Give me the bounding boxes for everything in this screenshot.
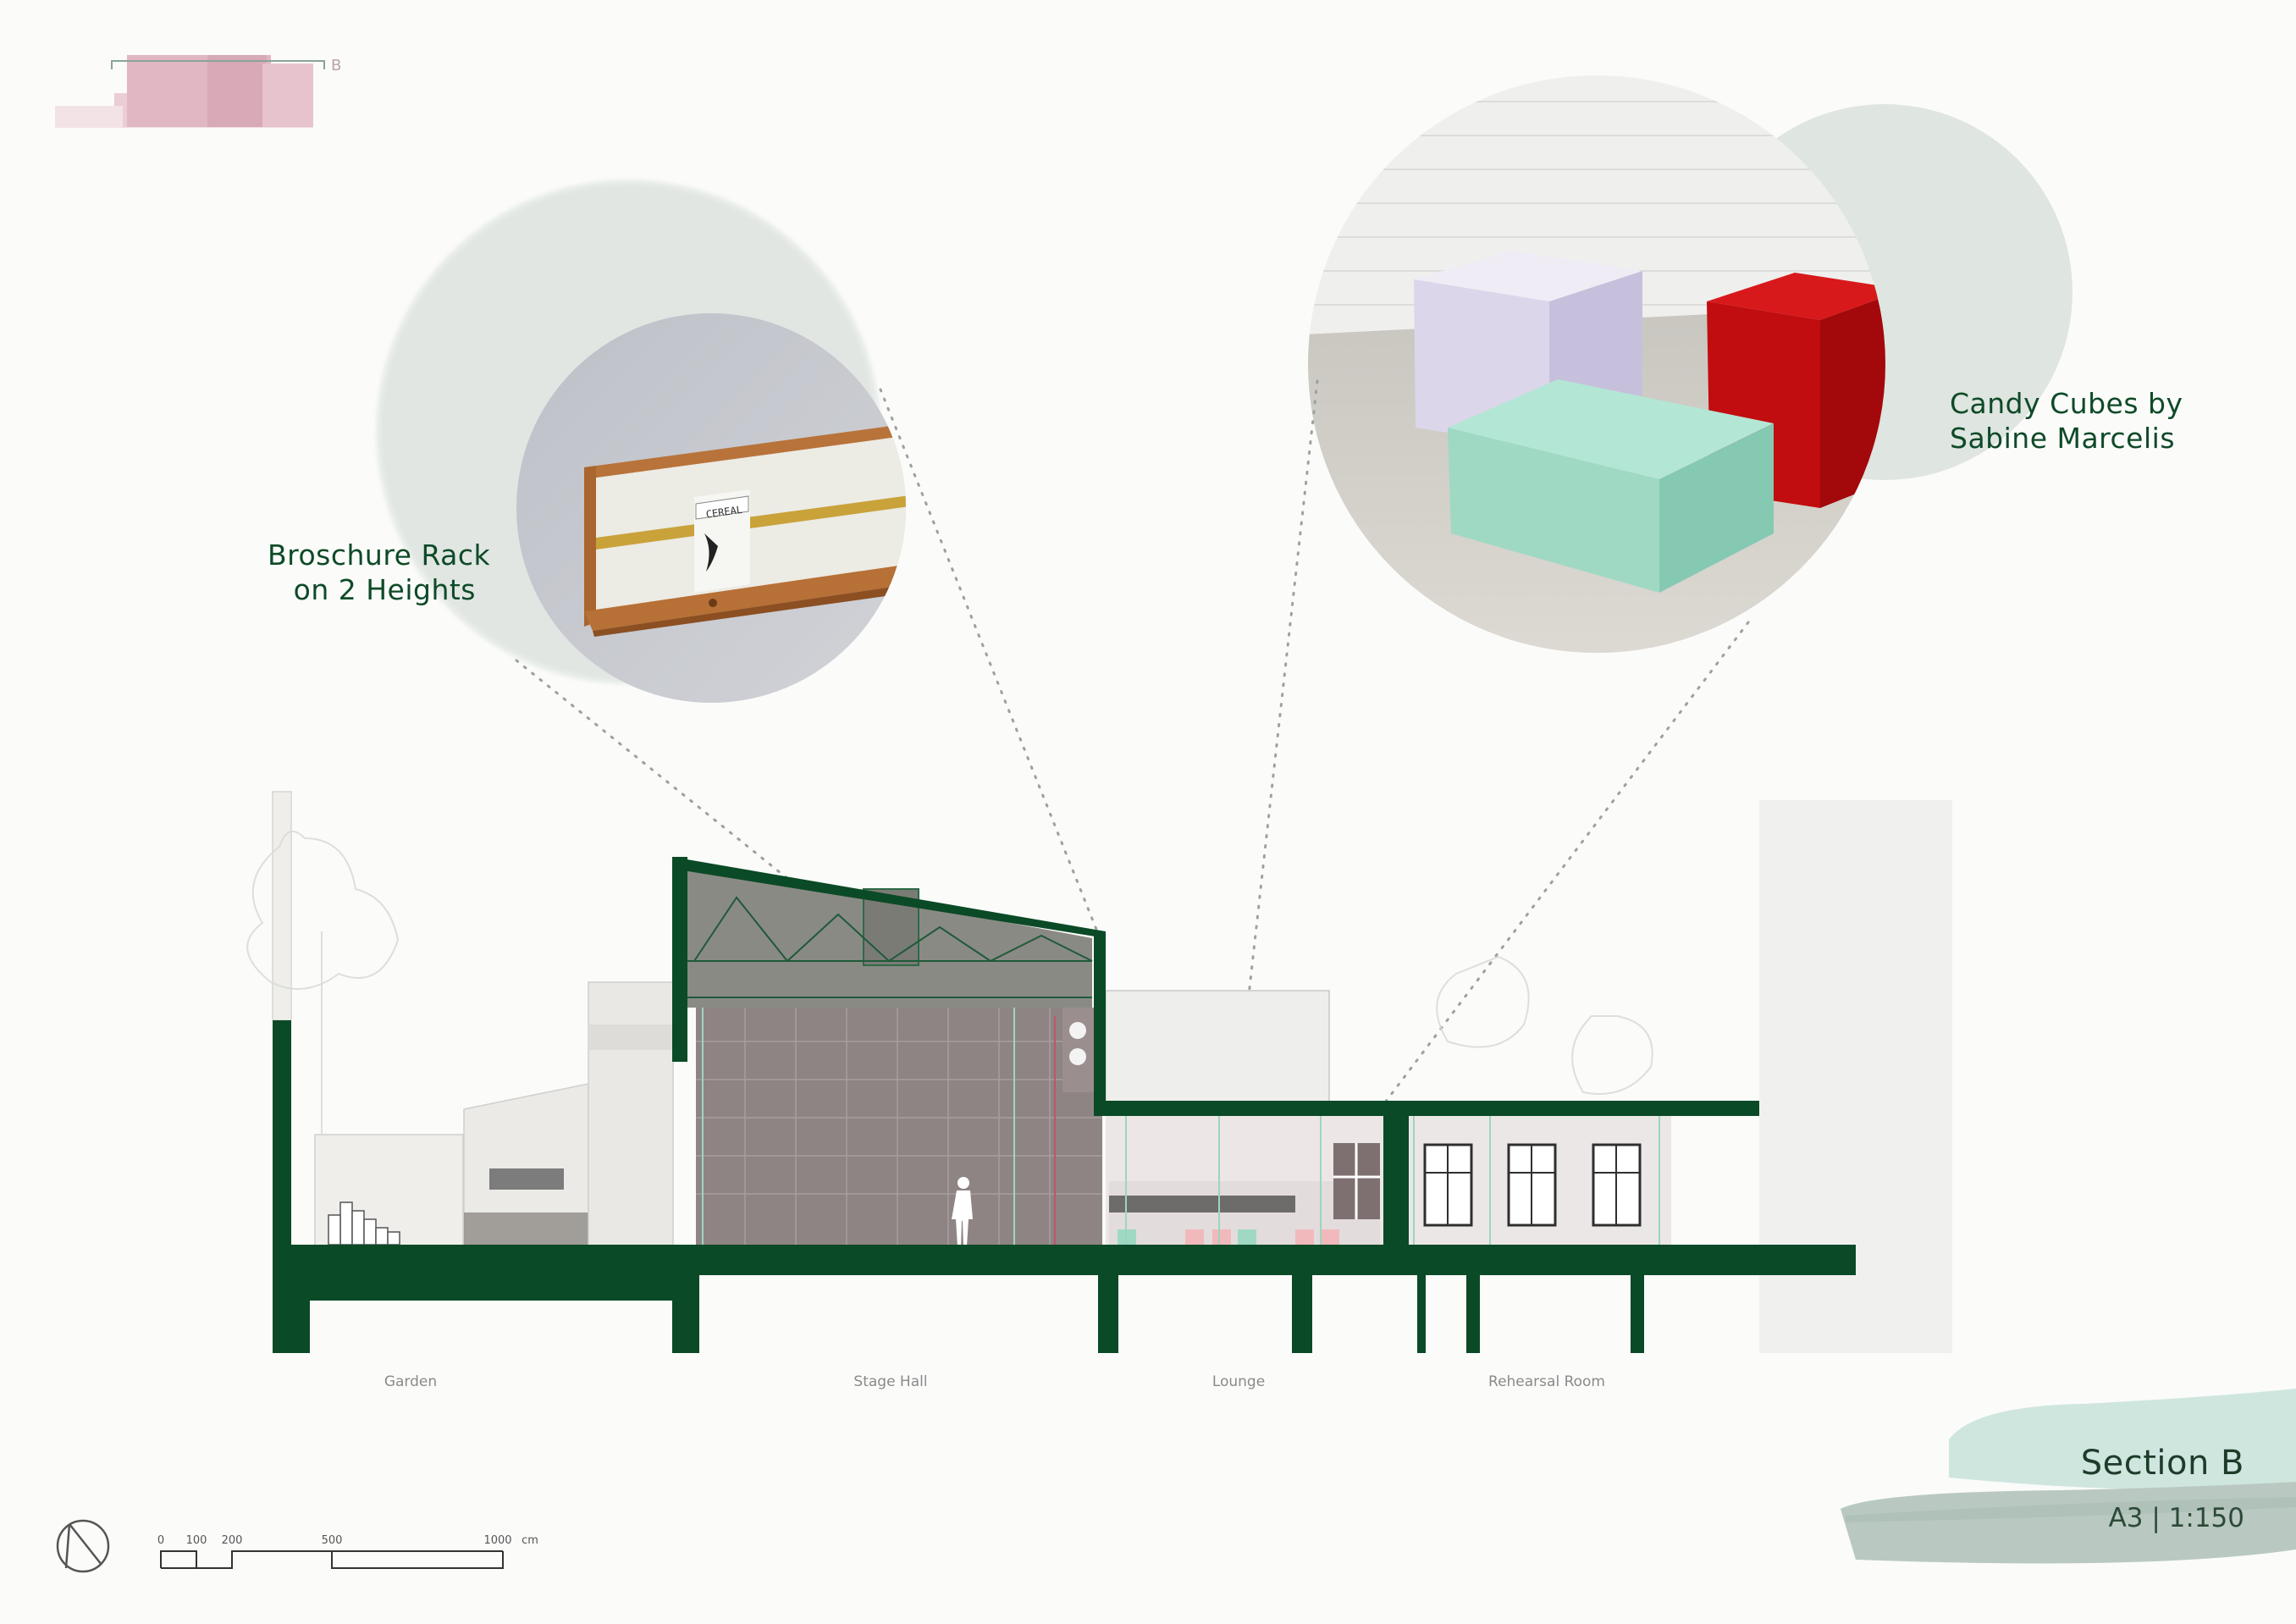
brochure-rack-callout-line1: Broschure Rack xyxy=(268,539,491,572)
key-plan xyxy=(55,55,325,128)
key-plan-letter: B xyxy=(331,57,342,75)
brochure-rack-callout: Broschure Rack on 2 Heights xyxy=(268,538,491,607)
scale-tick-200: 200 xyxy=(221,1534,243,1547)
scale-bar xyxy=(160,1550,504,1569)
scale-unit: cm xyxy=(522,1534,538,1547)
candy-cubes-bubble xyxy=(1308,75,2072,653)
brochure-rack-callout-line2: on 2 Heights xyxy=(293,573,476,606)
candy-cubes-callout-line1: Candy Cubes by xyxy=(1950,387,2183,420)
scale-tick-1000: 1000 xyxy=(483,1534,512,1547)
title-brush-strokes xyxy=(1841,1389,2296,1564)
building-section xyxy=(246,791,1952,1353)
room-label-rehearsal-room: Rehearsal Room xyxy=(1488,1373,1605,1390)
magazine-title: CEREAL xyxy=(705,504,743,521)
candy-cubes-callout: Candy Cubes by Sabine Marcelis xyxy=(1950,386,2183,456)
scale-tick-100: 100 xyxy=(185,1534,207,1547)
room-label-garden: Garden xyxy=(384,1373,438,1390)
sheet-scale: A3 | 1:150 xyxy=(2108,1503,2244,1533)
garden-bleachers xyxy=(328,1201,400,1246)
room-label-lounge: Lounge xyxy=(1211,1373,1266,1390)
scale-tick-0: 0 xyxy=(157,1534,165,1547)
section-title: Section B xyxy=(2080,1444,2244,1483)
human-scale-figure xyxy=(952,1177,973,1246)
brochure-rack-bubble: CEREAL xyxy=(376,180,906,703)
north-arrow-icon xyxy=(56,1519,110,1573)
candy-cubes-callout-line2: Sabine Marcelis xyxy=(1950,422,2176,455)
brochure-rack-photo: CEREAL xyxy=(516,313,906,703)
scale-tick-500: 500 xyxy=(321,1534,343,1547)
room-label-stage-hall: Stage Hall xyxy=(853,1373,928,1390)
structural-cut xyxy=(273,857,1856,1353)
candy-cubes-photo xyxy=(1308,75,1885,653)
title-block: Section B A3 | 1:150 xyxy=(2081,1444,2244,1533)
